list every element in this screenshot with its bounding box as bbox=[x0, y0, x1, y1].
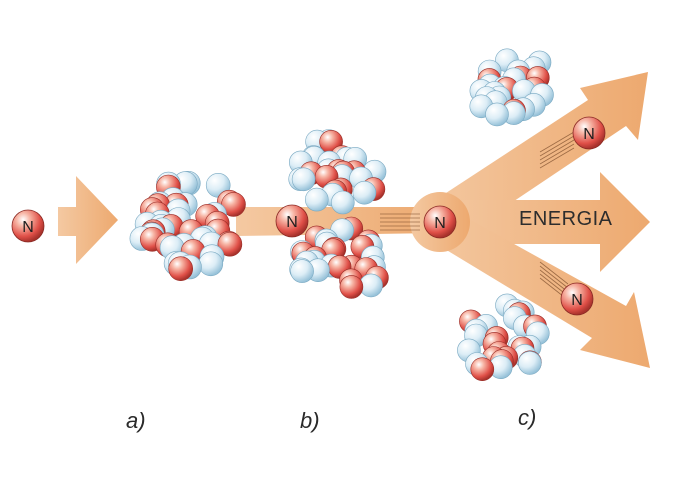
stage-label-a: a) bbox=[126, 408, 146, 433]
energy-arrow-upper-icon bbox=[420, 72, 648, 236]
speed-lines-icon bbox=[380, 213, 420, 231]
neutron-particle bbox=[330, 190, 355, 215]
speed-lines-icon bbox=[539, 131, 575, 169]
neutron-icon: N bbox=[572, 116, 606, 150]
svg-text:N: N bbox=[286, 214, 298, 231]
neutron-icon: N bbox=[275, 204, 309, 238]
fragment-c-lower-icon bbox=[457, 293, 550, 382]
energy-arrow-lower-icon bbox=[420, 214, 650, 368]
neutron-particle bbox=[291, 167, 316, 192]
energy-arrow-middle-icon bbox=[430, 172, 650, 272]
neutron-particle bbox=[352, 180, 377, 205]
neutron-particle bbox=[485, 102, 509, 127]
proton-particle bbox=[470, 357, 495, 382]
neutron-particle bbox=[290, 259, 314, 283]
nucleus-a-icon bbox=[129, 171, 246, 282]
fragment-c-upper-icon bbox=[469, 48, 554, 127]
svg-text:N: N bbox=[583, 126, 595, 143]
fragment-b-lower-icon bbox=[289, 216, 389, 299]
proton-particle bbox=[168, 256, 193, 282]
neutron-icon: N bbox=[560, 282, 594, 316]
neutron-particle bbox=[517, 351, 542, 375]
stage-label-b: b) bbox=[300, 408, 320, 433]
neutron-particle bbox=[198, 251, 224, 277]
incoming-arrow-icon bbox=[58, 176, 118, 264]
proton-particle bbox=[339, 275, 364, 299]
energy-label: ENERGIA bbox=[519, 208, 613, 230]
svg-text:N: N bbox=[22, 219, 34, 236]
neutron-particle bbox=[304, 187, 329, 212]
proton-particle bbox=[217, 231, 243, 257]
svg-text:N: N bbox=[434, 215, 446, 232]
neutron-icon: N bbox=[11, 209, 45, 243]
svg-text:N: N bbox=[571, 292, 583, 309]
stage-label-c: c) bbox=[518, 405, 537, 430]
fragment-b-upper-icon bbox=[288, 129, 387, 215]
neutron-icon: N bbox=[423, 205, 457, 239]
